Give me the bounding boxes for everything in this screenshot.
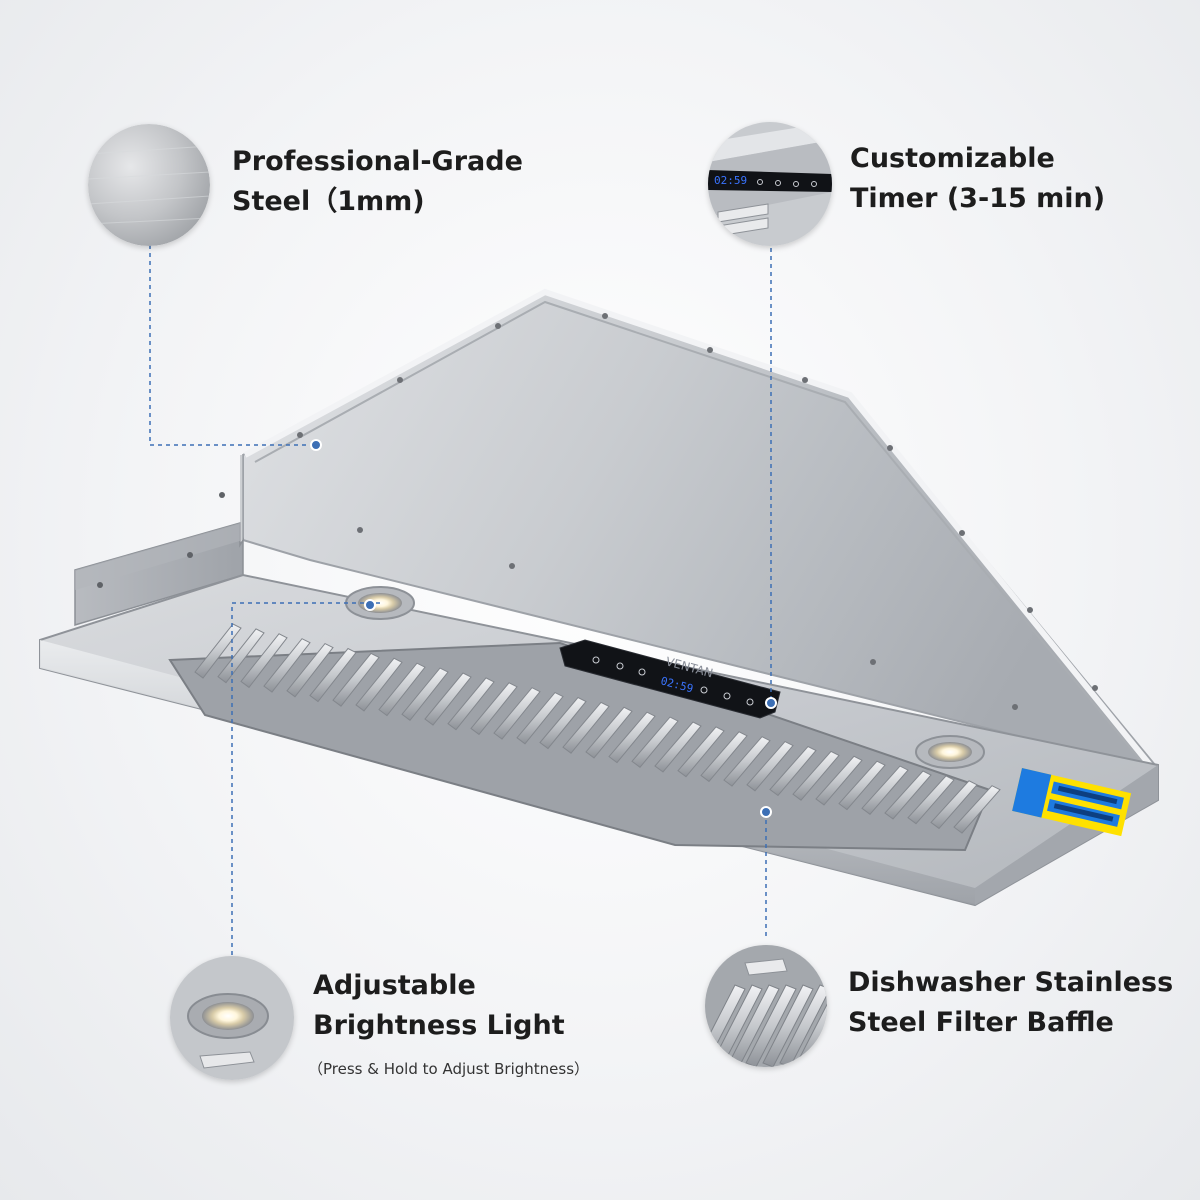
feature-light-note: （Press & Hold to Adjust Brightness）: [308, 1060, 590, 1078]
feature-timer-line1: Customizable: [850, 143, 1055, 174]
feature-baffle-line1: Dishwasher Stainless: [848, 967, 1174, 998]
leader-dots: [310, 439, 777, 818]
feature-steel-title: Professional-Grade Steel（1mm): [232, 142, 523, 222]
light-bubble: [170, 956, 294, 1080]
filter-baffle-slats: [194, 623, 1001, 834]
touch-buttons: [592, 656, 754, 706]
feature-light-title: Adjustable Brightness Light: [313, 966, 565, 1046]
feature-light-line2: Brightness Light: [313, 1010, 565, 1041]
feature-light-line1: Adjustable: [313, 970, 476, 1001]
timer-panel-bubble: 02:59: [708, 122, 832, 246]
bubble-timer-display: 02:59: [714, 174, 747, 187]
feature-baffle-line2: Steel Filter Baffle: [848, 1007, 1114, 1038]
spec-label: [1012, 768, 1132, 837]
lamp-right: [915, 735, 985, 769]
leader-lines: [149, 240, 772, 955]
steel-texture-bubble: [88, 124, 210, 246]
feature-timer-title: Customizable Timer (3-15 min): [850, 139, 1105, 219]
feature-steel-line1: Professional-Grade: [232, 146, 523, 177]
screw-holes: [297, 313, 1098, 710]
baffle-bubble: [705, 945, 827, 1067]
feature-timer-line2: Timer (3-15 min): [850, 183, 1106, 214]
feature-baffle-title: Dishwasher Stainless Steel Filter Baffle: [848, 963, 1173, 1043]
feature-steel-line2: Steel（1mm): [232, 186, 425, 217]
